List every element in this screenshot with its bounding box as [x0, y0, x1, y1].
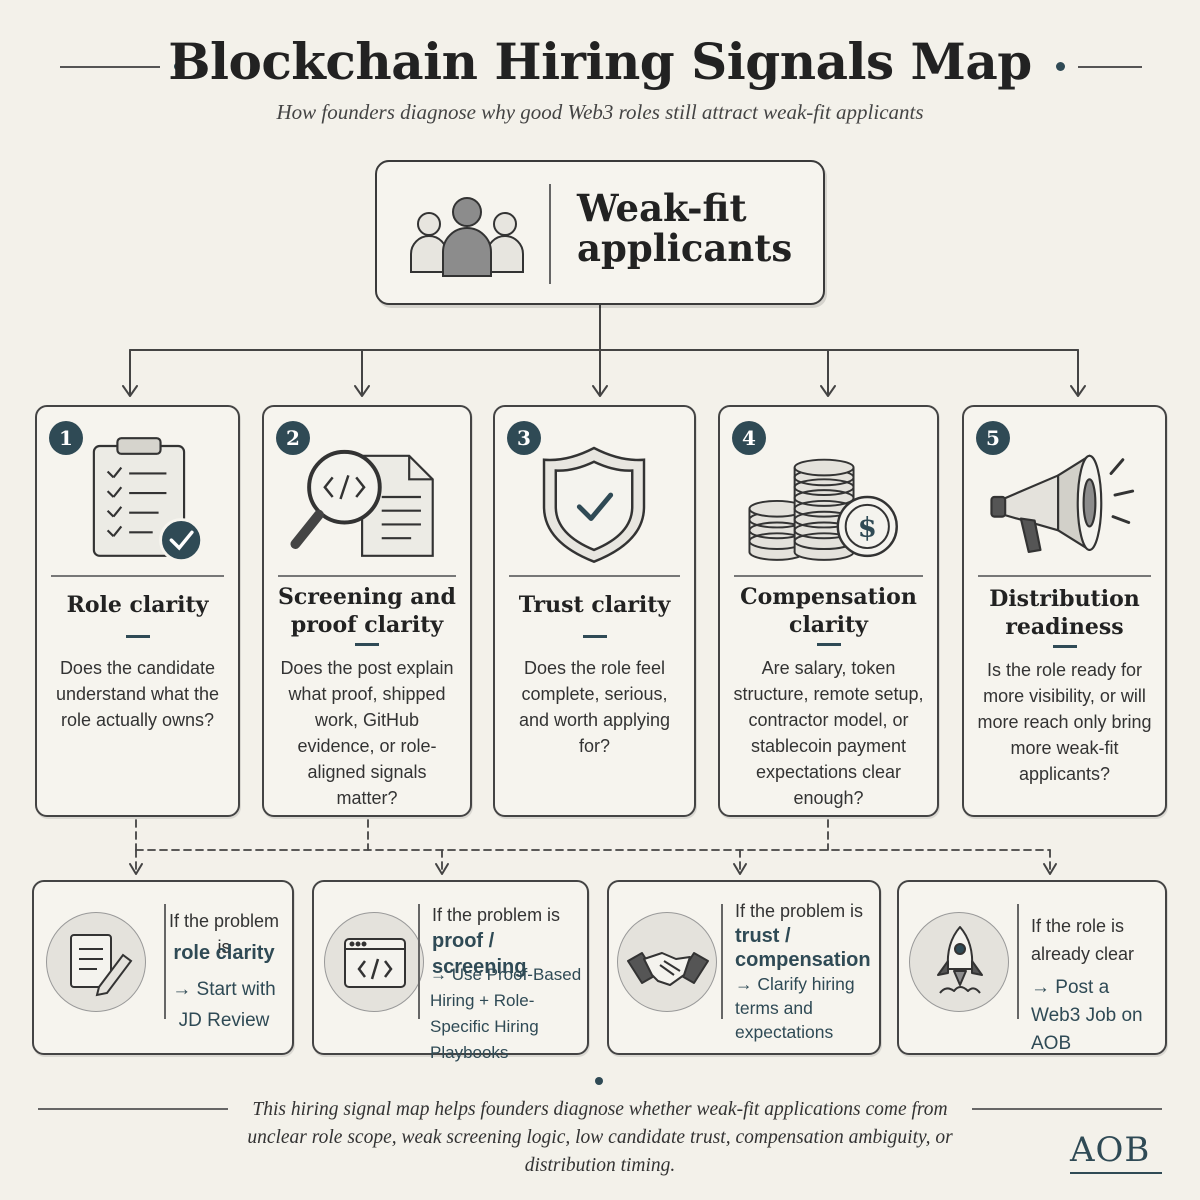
- page-subtitle: How founders diagnose why good Web3 role…: [276, 100, 924, 124]
- title-accent-dash: [355, 643, 379, 646]
- action-divider: [721, 904, 723, 1019]
- signal-card-trust-clarity: 3 Trust clarity Does the role feel compl…: [493, 405, 696, 817]
- action-link[interactable]: → Clarify hiring terms and expectations: [735, 974, 855, 1042]
- signal-card-screening-proof: 2 Screening and proof clarity Does the p…: [262, 405, 472, 817]
- brand-logo: AOB: [1070, 1130, 1151, 1170]
- signal-question: Does the role feel complete, serious, an…: [518, 658, 671, 756]
- footer-left-rule: [38, 1108, 228, 1110]
- action-icon-circle: [46, 912, 146, 1012]
- action-divider: [418, 904, 420, 1019]
- signal-title: Role clarity: [66, 592, 209, 618]
- title-accent-dash: [582, 635, 607, 638]
- signal-card-compensation-clarity: 4 $ Compensation clarity Are s: [718, 405, 939, 817]
- action-icon-circle: [617, 912, 717, 1012]
- people-group-icon: [410, 197, 524, 277]
- signal-number-badge: 4: [732, 421, 766, 455]
- card-rule: [734, 575, 923, 577]
- title-row: Blockchain Hiring Signals Map: [0, 22, 1200, 102]
- signal-number-badge: 5: [976, 421, 1010, 455]
- root-divider: [549, 184, 551, 284]
- action-link[interactable]: → Start with JD Review: [172, 979, 276, 1031]
- root-node-box: Weak-fit applicants: [375, 160, 825, 305]
- action-link[interactable]: → Post a Web3 Job on AOB: [1031, 977, 1143, 1054]
- action-focus: trust / compensation: [735, 925, 871, 971]
- coin-stack-dollar-icon: $: [748, 458, 898, 561]
- title-right-dot: [1056, 62, 1065, 71]
- page-title: Blockchain Hiring Signals Map: [168, 32, 1032, 91]
- brand-underline: [1070, 1172, 1162, 1174]
- signal-number-badge: 3: [507, 421, 541, 455]
- action-box-proof-screening: If the problem is proof / screening → Us…: [312, 880, 589, 1062]
- title-accent-dash: [125, 635, 150, 638]
- signal-question: Are salary, token structure, remote setu…: [733, 658, 924, 808]
- footer-right-rule: [972, 1108, 1162, 1110]
- signal-question: Is the role ready for more visibility, o…: [977, 660, 1152, 784]
- code-window-icon: [344, 938, 406, 988]
- action-focus: proof / screening: [432, 930, 527, 978]
- action-icon-circle: [909, 912, 1009, 1012]
- rocket-icon: [937, 926, 983, 994]
- card-rule: [978, 575, 1151, 577]
- action-intro: If the role is already clear: [1031, 916, 1135, 964]
- signal-question: Does the post explain what proof, shippe…: [280, 658, 454, 808]
- signal-title: Screening and proof clarity: [278, 584, 456, 638]
- action-divider: [1017, 904, 1019, 1019]
- action-intro: If the problem is: [735, 901, 864, 921]
- signal-title: Trust clarity: [518, 592, 671, 618]
- title-accent-dash: [1052, 645, 1077, 648]
- signal-number-badge: 2: [276, 421, 310, 455]
- card-rule: [509, 575, 680, 577]
- action-divider: [164, 904, 166, 1019]
- action-box-trust-compensation: If the problem is trust / compensation →…: [607, 880, 881, 1055]
- signal-card-distribution-readiness: 5 Distribution readiness Is the role rea…: [962, 405, 1167, 817]
- clipboard-checklist-icon: [92, 437, 204, 563]
- magnifier-code-document-icon: [290, 449, 434, 557]
- action-icon-circle: [324, 912, 424, 1012]
- signal-card-role-clarity: 1 Role clarity Does the candidate unders…: [35, 405, 240, 817]
- root-label: Weak-fit applicants: [577, 186, 793, 270]
- signal-number-badge: 1: [49, 421, 83, 455]
- card-rule: [278, 575, 456, 577]
- svg-text:$: $: [858, 511, 877, 543]
- shield-check-icon: [542, 446, 646, 564]
- megaphone-icon: [990, 454, 1135, 553]
- action-link[interactable]: → Use Proof-Based Hiring + Role-Specific…: [430, 965, 582, 1062]
- card-rule: [51, 575, 224, 577]
- handshake-icon: [627, 952, 709, 986]
- action-box-post-job: If the role is already clear → Post a We…: [897, 880, 1167, 1055]
- footer-description: This hiring signal map helps founders di…: [247, 1099, 953, 1176]
- signal-title: Compensation clarity: [740, 584, 917, 638]
- signal-title: Distribution readiness: [989, 586, 1140, 640]
- action-intro: If the problem is: [432, 905, 561, 925]
- action-box-role-clarity: If the problem is role clarity → Start w…: [32, 880, 294, 1055]
- action-focus: role clarity: [173, 942, 275, 964]
- title-right-rule: [1078, 66, 1142, 68]
- action-intro: If the problem is: [168, 911, 280, 957]
- footer-dot: [595, 1077, 603, 1085]
- document-pencil-icon: [70, 934, 133, 997]
- title-left-rule: [60, 66, 160, 68]
- signal-question: Does the candidate understand what the r…: [55, 658, 220, 730]
- title-accent-dash: [816, 643, 841, 646]
- title-left-dot: [174, 62, 183, 71]
